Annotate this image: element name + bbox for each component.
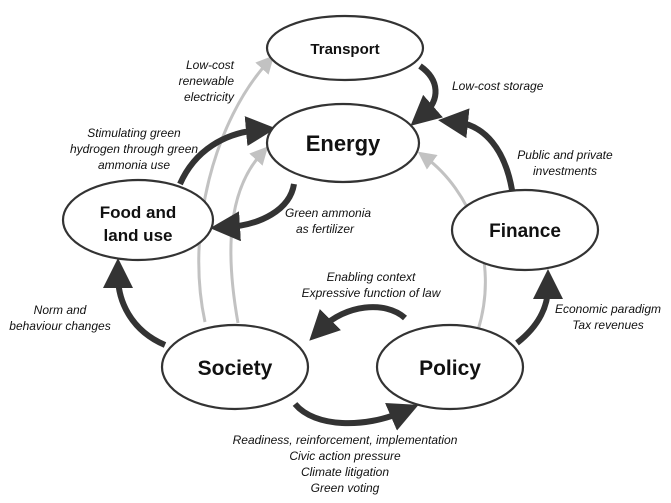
svg-text:Society: Society	[198, 357, 273, 380]
node-food-and-land-use: Food and land use	[61, 178, 215, 262]
node-society: Society	[160, 323, 310, 411]
label-norm-changes: Norm and behaviour changes	[9, 303, 110, 333]
label-investments: Public and private investments	[517, 148, 613, 178]
svg-text:Civic action pressure: Civic action pressure	[289, 449, 401, 463]
arrow-society-to-policy	[292, 401, 419, 431]
arrow-energy-to-food	[210, 183, 297, 242]
label-storage: Low-cost storage	[452, 79, 544, 93]
arrow-finance-to-energy	[438, 108, 515, 191]
svg-text:electricity: electricity	[184, 90, 235, 104]
arrow-society-to-energy	[229, 146, 269, 324]
svg-text:Readiness, reinforcement, impl: Readiness, reinforcement, implementation	[233, 433, 458, 447]
label-fertilizer: Green ammonia as fertilizer	[285, 206, 371, 236]
svg-text:Expressive function of law: Expressive function of law	[302, 286, 442, 300]
svg-text:Food and: Food and	[100, 203, 176, 222]
svg-text:investments: investments	[533, 164, 597, 178]
arrow-policy-to-finance	[515, 269, 563, 346]
svg-text:Transport: Transport	[310, 41, 379, 58]
svg-text:Enabling context: Enabling context	[327, 270, 416, 284]
svg-text:Climate litigation: Climate litigation	[301, 465, 389, 479]
label-readiness: Readiness, reinforcement, implementation…	[233, 433, 458, 495]
svg-text:ammonia use: ammonia use	[98, 158, 170, 172]
label-economic-paradigm: Economic paradigm Tax revenues	[555, 302, 661, 332]
arrow-society-to-food	[103, 258, 167, 348]
label-green-hydrogen: Stimulating green hydrogen through green…	[70, 126, 198, 172]
svg-text:Economic paradigm: Economic paradigm	[555, 302, 661, 316]
arrow-food-to-energy	[177, 116, 276, 186]
node-energy: Energy	[265, 102, 421, 184]
svg-text:Public and private: Public and private	[517, 148, 613, 162]
node-transport: Transport	[265, 14, 425, 82]
svg-text:Green voting: Green voting	[311, 481, 380, 495]
svg-text:Tax revenues: Tax revenues	[572, 318, 644, 332]
svg-text:renewable: renewable	[179, 74, 235, 88]
node-finance: Finance	[450, 188, 600, 272]
svg-text:land use: land use	[104, 226, 173, 245]
svg-text:Low-cost: Low-cost	[186, 58, 235, 72]
arrow-transport-to-energy	[410, 63, 443, 126]
svg-text:Policy: Policy	[419, 357, 481, 380]
svg-text:as fertilizer: as fertilizer	[296, 222, 355, 236]
arrow-policy-to-society	[309, 304, 408, 341]
label-renewable-electricity: Low-cost renewable electricity	[179, 58, 235, 104]
svg-text:hydrogen through green: hydrogen through green	[70, 142, 198, 156]
svg-text:Finance: Finance	[489, 221, 561, 242]
arrow-society-to-transport	[197, 55, 275, 323]
svg-text:Norm and: Norm and	[34, 303, 87, 317]
node-policy: Policy	[375, 323, 525, 411]
svg-text:Energy: Energy	[306, 131, 381, 156]
label-enabling-context: Enabling context Expressive function of …	[302, 270, 442, 300]
svg-text:Green ammonia: Green ammonia	[285, 206, 371, 220]
svg-text:behaviour changes: behaviour changes	[9, 319, 110, 333]
svg-text:Stimulating green: Stimulating green	[87, 126, 181, 140]
